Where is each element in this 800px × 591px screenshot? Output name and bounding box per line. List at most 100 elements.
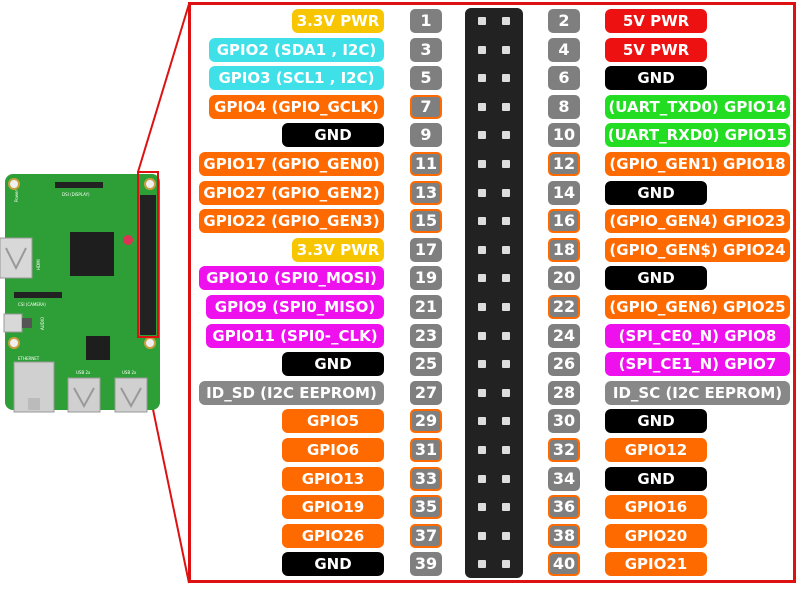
pin-pad-29 bbox=[478, 417, 486, 425]
usb-b-label: USB 2x bbox=[122, 370, 137, 375]
pin-number-28: 28 bbox=[548, 381, 580, 405]
pin-pad-33 bbox=[478, 475, 486, 483]
pin-pad-1 bbox=[478, 17, 486, 25]
pin-label-17: 3.3V PWR bbox=[292, 238, 384, 262]
pin-number-30: 30 bbox=[548, 409, 580, 433]
pin-number-34: 34 bbox=[548, 467, 580, 491]
pin-pad-26 bbox=[502, 360, 510, 368]
pin-label-23: GPIO11 (SPI0-_CLK) bbox=[206, 324, 384, 348]
pin-number-20: 20 bbox=[548, 266, 580, 290]
raspberry-pi-board-illustration: Power DSI (DISPLAY) HDMI CSI (CAMERA) AU… bbox=[0, 0, 190, 587]
pin-pad-5 bbox=[478, 74, 486, 82]
pin-pad-10 bbox=[502, 131, 510, 139]
pin-pad-13 bbox=[478, 189, 486, 197]
pin-label-14: GND bbox=[605, 181, 707, 205]
pin-pad-20 bbox=[502, 274, 510, 282]
pin-label-5: GPIO3 (SCL1 , I2C) bbox=[209, 66, 384, 90]
pin-number-26: 26 bbox=[548, 352, 580, 376]
pin-label-21: GPIO9 (SPI0_MISO) bbox=[206, 295, 384, 319]
pin-pad-24 bbox=[502, 332, 510, 340]
pin-label-19: GPIO10 (SPI0_MOSI) bbox=[199, 266, 384, 290]
pin-number-11: 11 bbox=[410, 152, 442, 176]
pin-label-30: GND bbox=[605, 409, 707, 433]
pin-label-6: GND bbox=[605, 66, 707, 90]
pin-label-16: (GPIO_GEN4) GPIO23 bbox=[605, 209, 790, 233]
board-svg: Power DSI (DISPLAY) HDMI CSI (CAMERA) AU… bbox=[0, 3, 190, 584]
pin-number-14: 14 bbox=[548, 181, 580, 205]
pin-number-5: 5 bbox=[410, 66, 442, 90]
audio-label: AUDIO bbox=[40, 317, 45, 330]
pin-number-18: 18 bbox=[548, 238, 580, 262]
pin-number-3: 3 bbox=[410, 38, 442, 62]
pin-number-39: 39 bbox=[410, 552, 442, 576]
pin-pad-25 bbox=[478, 360, 486, 368]
pin-pad-39 bbox=[478, 560, 486, 568]
pin-number-38: 38 bbox=[548, 524, 580, 548]
pin-pad-31 bbox=[478, 446, 486, 454]
hdmi-label: HDMI bbox=[36, 259, 41, 270]
pin-pad-34 bbox=[502, 475, 510, 483]
pin-label-15: GPIO22 (GPIO_GEN3) bbox=[199, 209, 384, 233]
pin-pad-35 bbox=[478, 503, 486, 511]
pin-pad-3 bbox=[478, 46, 486, 54]
pin-number-22: 22 bbox=[548, 295, 580, 319]
pin-number-1: 1 bbox=[410, 9, 442, 33]
soc-chip bbox=[70, 232, 114, 276]
pin-number-25: 25 bbox=[410, 352, 442, 376]
pin-label-36: GPIO16 bbox=[605, 495, 707, 519]
pin-pad-6 bbox=[502, 74, 510, 82]
pin-pad-27 bbox=[478, 389, 486, 397]
pin-number-13: 13 bbox=[410, 181, 442, 205]
pin-pad-11 bbox=[478, 160, 486, 168]
pin-label-25: GND bbox=[282, 352, 384, 376]
pin-pad-36 bbox=[502, 503, 510, 511]
pin-number-16: 16 bbox=[548, 209, 580, 233]
pin-number-31: 31 bbox=[410, 438, 442, 462]
gpio-header-mini bbox=[140, 195, 156, 335]
pin-pad-12 bbox=[502, 160, 510, 168]
pin-number-10: 10 bbox=[548, 123, 580, 147]
dsi-label: DSI (DISPLAY) bbox=[62, 192, 90, 197]
pinout-frame bbox=[188, 2, 796, 583]
pin-label-40: GPIO21 bbox=[605, 552, 707, 576]
pin-pad-37 bbox=[478, 532, 486, 540]
pin-number-24: 24 bbox=[548, 324, 580, 348]
pin-pad-9 bbox=[478, 131, 486, 139]
pin-number-23: 23 bbox=[410, 324, 442, 348]
pin-label-1: 3.3V PWR bbox=[292, 9, 384, 33]
pin-label-18: (GPIO_GEN$) GPIO24 bbox=[605, 238, 790, 262]
pin-pad-14 bbox=[502, 189, 510, 197]
pin-number-4: 4 bbox=[548, 38, 580, 62]
pin-number-2: 2 bbox=[548, 9, 580, 33]
pin-label-38: GPIO20 bbox=[605, 524, 707, 548]
pin-pad-15 bbox=[478, 217, 486, 225]
pin-label-20: GND bbox=[605, 266, 707, 290]
pin-number-36: 36 bbox=[548, 495, 580, 519]
pcb-board bbox=[5, 174, 160, 410]
gpio-header-strip bbox=[465, 8, 523, 578]
pin-label-2: 5V PWR bbox=[605, 9, 707, 33]
pin-number-7: 7 bbox=[410, 95, 442, 119]
pin-pad-40 bbox=[502, 560, 510, 568]
pin-label-7: GPIO4 (GPIO_GCLK) bbox=[209, 95, 384, 119]
pin-label-8: (UART_TXD0) GPIO14 bbox=[605, 95, 790, 119]
pin-number-6: 6 bbox=[548, 66, 580, 90]
pin-label-27: ID_SD (I2C EEPROM) bbox=[199, 381, 384, 405]
pin-pad-28 bbox=[502, 389, 510, 397]
pin-number-12: 12 bbox=[548, 152, 580, 176]
pin-pad-22 bbox=[502, 303, 510, 311]
pin-number-19: 19 bbox=[410, 266, 442, 290]
pin-number-27: 27 bbox=[410, 381, 442, 405]
power-label: Power bbox=[14, 190, 19, 202]
pin-label-35: GPIO19 bbox=[282, 495, 384, 519]
pin-pad-4 bbox=[502, 46, 510, 54]
pin-label-39: GND bbox=[282, 552, 384, 576]
pin-pad-23 bbox=[478, 332, 486, 340]
pin-pad-30 bbox=[502, 417, 510, 425]
pin-label-4: 5V PWR bbox=[605, 38, 707, 62]
pin-number-21: 21 bbox=[410, 295, 442, 319]
pin-label-37: GPIO26 bbox=[282, 524, 384, 548]
pin-pad-18 bbox=[502, 246, 510, 254]
pin-label-34: GND bbox=[605, 467, 707, 491]
pin-label-3: GPIO2 (SDA1 , I2C) bbox=[209, 38, 384, 62]
